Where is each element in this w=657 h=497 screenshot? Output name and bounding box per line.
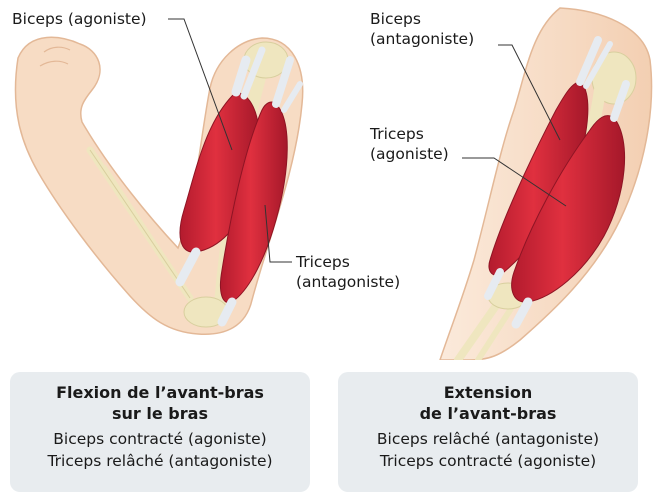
right-arm-extension	[440, 8, 652, 360]
right-caption-title-line2: de l’avant-bras	[338, 403, 638, 424]
right-triceps-label-line1: Triceps	[370, 124, 449, 144]
left-caption-line2: Triceps relâché (antagoniste)	[10, 450, 310, 472]
left-caption-title-line1: Flexion de l’avant-bras	[10, 382, 310, 403]
left-caption-box: Flexion de l’avant-bras sur le bras Bice…	[10, 372, 310, 492]
right-triceps-label-line2: (agoniste)	[370, 144, 449, 164]
right-biceps-label: Biceps (antagoniste)	[370, 9, 474, 49]
left-triceps-label-line1: Triceps	[296, 252, 400, 272]
left-caption-line1: Biceps contracté (agoniste)	[10, 428, 310, 450]
right-biceps-label-line2: (antagoniste)	[370, 29, 474, 49]
left-biceps-label: Biceps (agoniste)	[12, 9, 147, 29]
right-triceps-label: Triceps (agoniste)	[370, 124, 449, 164]
left-triceps-label: Triceps (antagoniste)	[296, 252, 400, 292]
left-caption-title-line2: sur le bras	[10, 403, 310, 424]
right-caption-box: Extension de l’avant-bras Biceps relâché…	[338, 372, 638, 492]
right-biceps-label-line1: Biceps	[370, 9, 474, 29]
muscle-diagram	[0, 0, 657, 360]
left-triceps-label-line2: (antagoniste)	[296, 272, 400, 292]
right-caption-line1: Biceps relâché (antagoniste)	[338, 428, 638, 450]
left-arm-flexion	[15, 19, 302, 334]
right-caption-line2: Triceps contracté (agoniste)	[338, 450, 638, 472]
right-caption-title-line1: Extension	[338, 382, 638, 403]
